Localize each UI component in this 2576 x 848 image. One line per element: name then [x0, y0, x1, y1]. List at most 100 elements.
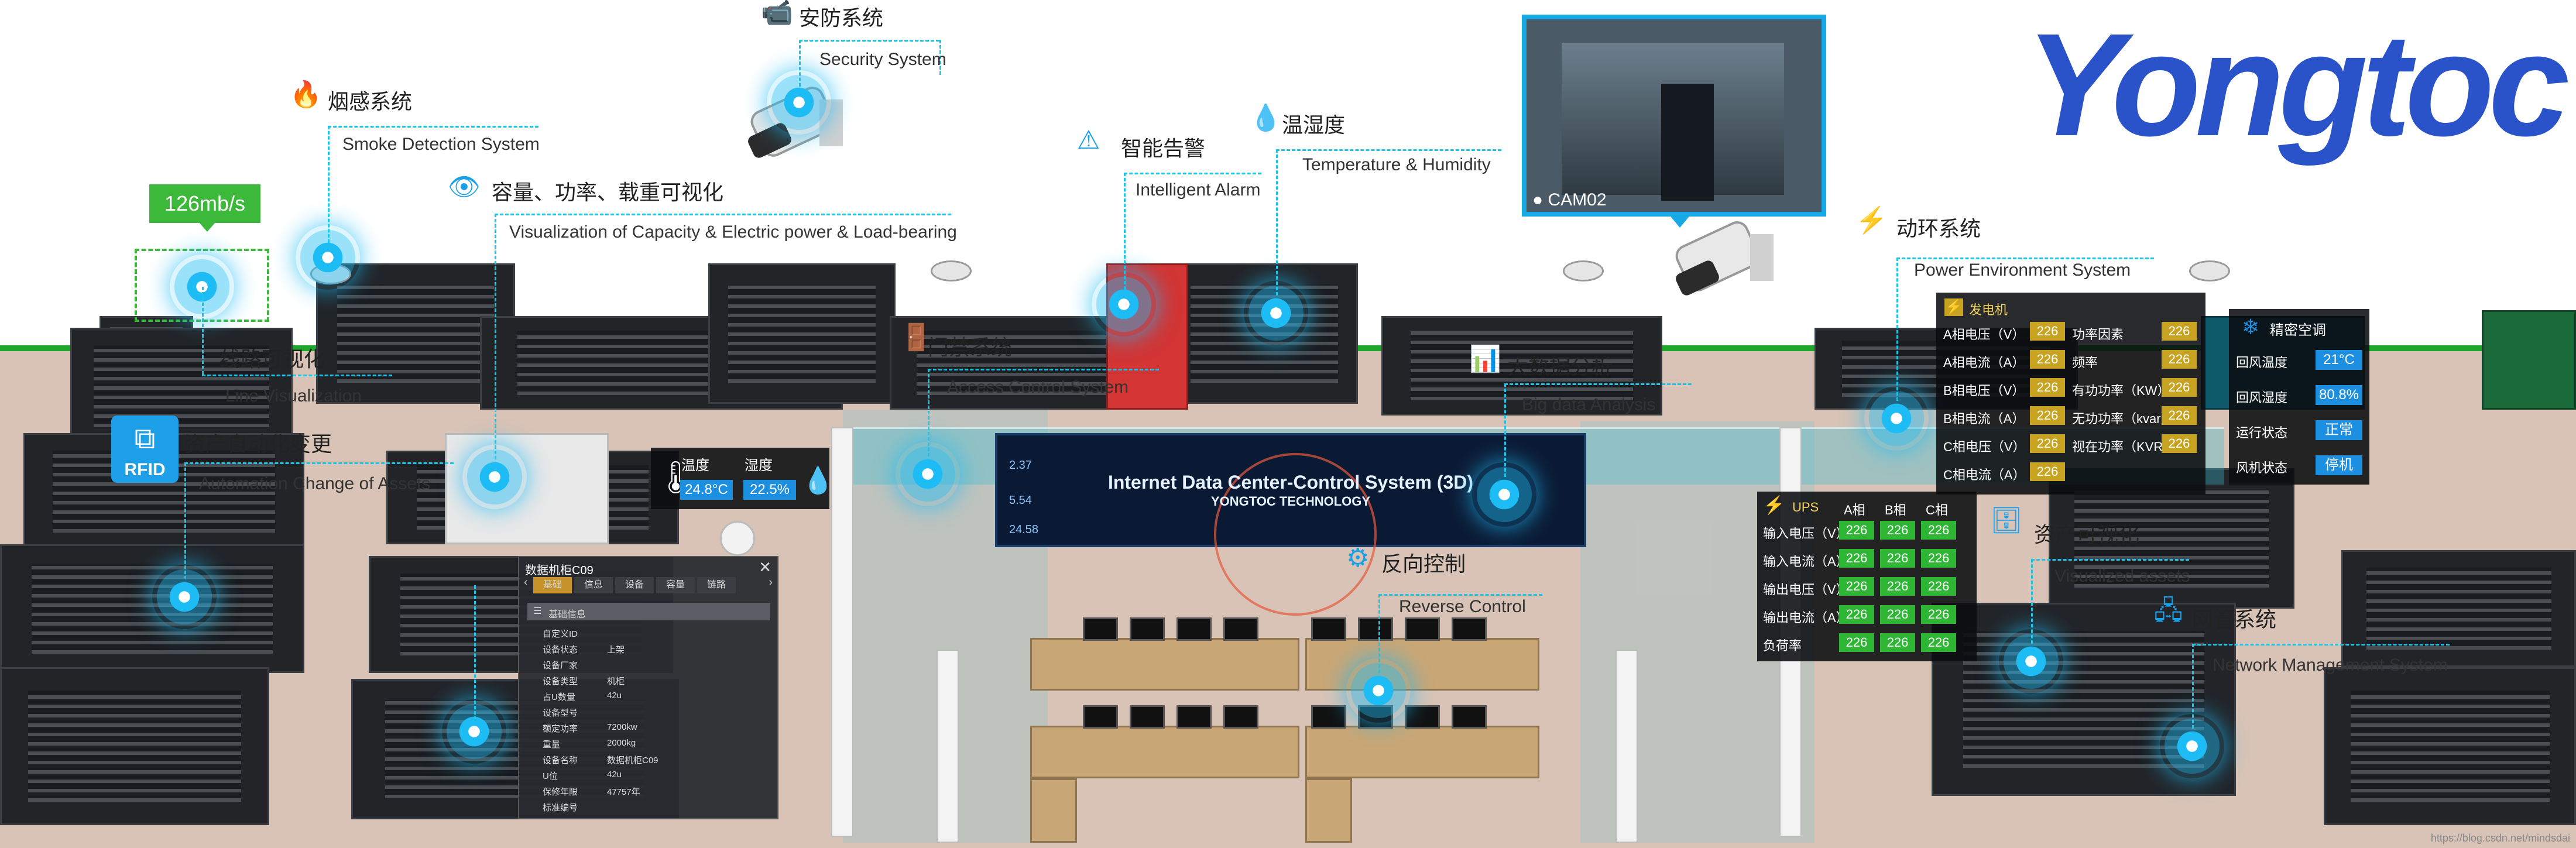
humidity-label: 湿度 [745, 458, 773, 473]
monitor [1452, 617, 1487, 641]
cabinet-tab[interactable]: 基础 [533, 577, 572, 593]
server-rack [0, 667, 269, 825]
ups-row-value: 226 [1921, 549, 1956, 568]
server-rack [1381, 316, 1662, 416]
ac-row-label: 回风湿度 [2236, 390, 2288, 405]
ups-row-value: 226 [1880, 549, 1915, 568]
security-label-cn: 安防系统 [799, 6, 884, 30]
generator-row-value: 226 [2162, 350, 2197, 369]
security-label-en: Security System [819, 50, 946, 69]
ups-row-value: 226 [1839, 633, 1874, 652]
cabinet-field-label: 设备类型 [543, 677, 578, 686]
cabinet-field-label: 重量 [543, 740, 561, 750]
cabinet-field-value: 数据机柜C09 [607, 756, 658, 765]
server-rack [2341, 550, 2576, 667]
callout-line [184, 462, 454, 464]
snowflake-icon: ❄ [2242, 315, 2260, 339]
reverse-label-cn: 反向控制 [1381, 552, 1466, 576]
callout-line [202, 287, 204, 375]
monitor [1130, 617, 1165, 641]
asset-vis-label-en: Visualized assets [2054, 567, 2190, 586]
callout-line [1896, 258, 2154, 259]
callout-line [1276, 149, 1278, 296]
ups-row-value: 226 [1839, 577, 1874, 596]
cabinet-tab[interactable]: 设备 [615, 577, 654, 593]
ups-row-label: 输入电压（V） [1763, 526, 1849, 541]
chevron-right-icon[interactable]: › [769, 576, 773, 589]
cabinet-field-value: 机柜 [607, 677, 625, 686]
generator-row-label: C相电流（A） [1943, 468, 2026, 482]
callout-line [328, 126, 538, 128]
cabinet-section-header[interactable]: ☰ 基础信息 [527, 603, 770, 620]
ups-row-label: 输出电压（V） [1763, 582, 1849, 597]
cabinet-field-label: 设备名称 [543, 756, 578, 765]
ups-col-header: A相 [1844, 503, 1865, 517]
droplet-icon: 💧 [802, 466, 834, 495]
humidity-value: 22.5% [743, 480, 796, 500]
callout-line [328, 126, 330, 243]
callout-line [1896, 258, 1898, 401]
callout-line [799, 40, 939, 42]
generator-row-value: 226 [2162, 322, 2197, 341]
screen-readout: 24.58 [1009, 523, 1039, 536]
generator-row-value: 226 [2030, 406, 2065, 425]
monitor [1083, 617, 1118, 641]
monitor [1452, 705, 1487, 729]
watermark: https://blog.csdn.net/mindsdai [2430, 832, 2570, 844]
cabinet-tab[interactable]: 链路 [697, 577, 736, 593]
ac-row-value: 21°C [2316, 350, 2362, 370]
temp-humidity-label-cn: 温湿度 [1282, 113, 1346, 137]
list-icon: ☰ [533, 606, 542, 616]
generator-row-value: 226 [2030, 350, 2065, 369]
rfid-wave-icon: ⧉ [134, 422, 156, 455]
camera-preview[interactable]: ● CAM02 [1522, 15, 1826, 217]
screen-readout: 2.37 [1009, 459, 1032, 472]
screen-readout: 5.54 [1009, 494, 1032, 507]
monitor [1311, 705, 1346, 729]
gear-icon: ⚙ [1346, 544, 1370, 572]
cabinet-tab[interactable]: 容量 [656, 577, 695, 593]
ups-row-value: 226 [1839, 521, 1874, 540]
server-rack [2324, 667, 2576, 825]
generator-row-label: 无功功率（kvar） [2072, 411, 2174, 426]
ups-col-header: C相 [1926, 503, 1948, 517]
asset-vis-label-cn: 资产可视化 [2034, 523, 2140, 547]
cabinet-field-value: 42u [607, 691, 622, 701]
smoke-detector [1563, 260, 1604, 281]
callout-line [1276, 149, 1501, 151]
access-label-en: Access Control System [947, 377, 1129, 397]
chevron-left-icon[interactable]: ‹ [524, 576, 528, 589]
cabinet-tab[interactable]: 信息 [574, 577, 613, 593]
control-desk [1030, 778, 1077, 843]
monitor [1223, 705, 1258, 729]
ups-row-value: 226 [1880, 577, 1915, 596]
close-icon[interactable]: ✕ [759, 558, 771, 576]
power-env-label-en: Power Environment System [1914, 260, 2131, 280]
monitor [1405, 705, 1440, 729]
ups-row-label: 输出电流（A） [1763, 610, 1849, 625]
access-label-cn: 门禁系统 [928, 335, 1013, 359]
generator-row-value: 226 [2162, 406, 2197, 425]
callout-line [1378, 594, 1380, 673]
cabinet-section-title: 基础信息 [548, 610, 586, 620]
callout-line [939, 40, 941, 75]
server-rack [70, 328, 293, 445]
cabinet-field-value: 2000kg [607, 738, 636, 748]
ups-row-value: 226 [1880, 633, 1915, 652]
droplet-icon: 💧 [1250, 104, 1282, 132]
control-desk [1305, 638, 1539, 691]
ac-row-value: 80.8% [2316, 385, 2362, 405]
generator-row-value: 226 [2030, 322, 2065, 341]
temp-humidity-widget[interactable]: 🌡 温度 24.8°C 湿度 22.5% 💧 [651, 448, 834, 509]
generator-row-value: 226 [2162, 434, 2197, 453]
lightning-icon: ⚡ [1944, 298, 1963, 316]
camera-label: ● CAM02 [1532, 190, 1607, 210]
bigdata-label-en: Big data Analysis [1522, 395, 1656, 414]
monitor [1311, 617, 1346, 641]
ups-row-value: 226 [1921, 605, 1956, 624]
pillar [1615, 650, 1638, 843]
